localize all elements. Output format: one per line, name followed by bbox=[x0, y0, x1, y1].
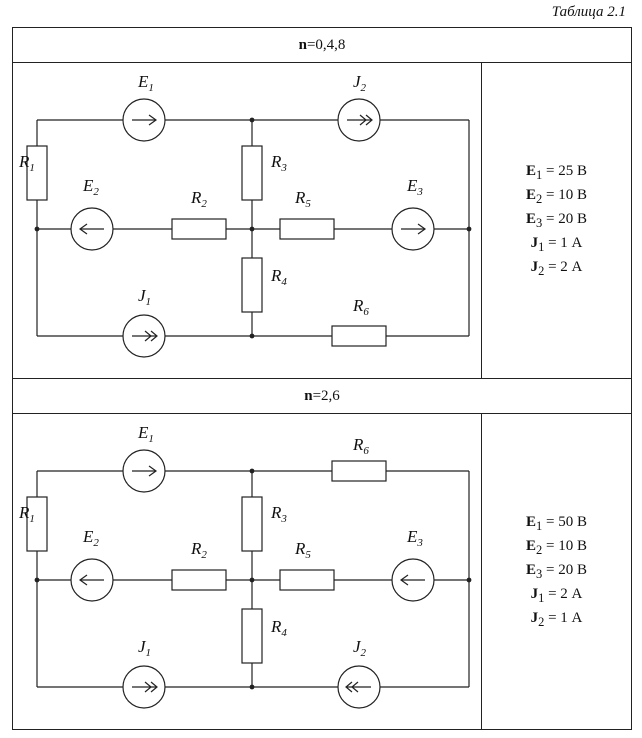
arrow-head bbox=[78, 223, 88, 235]
label-r2: R2 bbox=[190, 539, 207, 561]
label-r3: R3 bbox=[270, 503, 287, 525]
junction-dot bbox=[249, 226, 255, 232]
resistor bbox=[171, 218, 227, 240]
value-line: E2 = 10 В bbox=[526, 537, 587, 557]
resistor bbox=[279, 218, 335, 240]
arrow-head bbox=[351, 681, 359, 693]
resistor bbox=[26, 145, 48, 201]
value-line: J1 = 2 А bbox=[530, 585, 583, 605]
label-e3: E3 bbox=[406, 176, 423, 198]
arrow-head bbox=[150, 681, 158, 693]
label-r4: R4 bbox=[270, 266, 287, 288]
junction-dot bbox=[466, 577, 472, 583]
junction-dot bbox=[249, 468, 255, 474]
junction-dot bbox=[249, 117, 255, 123]
label-r5: R5 bbox=[294, 188, 311, 210]
value-line: J2 = 1 А bbox=[530, 609, 583, 629]
label-r2: R2 bbox=[190, 188, 207, 210]
label-e1: E1 bbox=[137, 72, 154, 94]
resistor bbox=[331, 460, 387, 482]
arrow-head bbox=[345, 681, 353, 693]
label-r1: R1 bbox=[18, 503, 35, 525]
table-caption: Таблица 2.1 bbox=[551, 4, 626, 20]
n-label: n bbox=[298, 36, 307, 53]
values-cell-1: E1 = 25 В E2 = 10 В E3 = 20 В J1 = 1 А J… bbox=[481, 62, 632, 379]
junction-dot bbox=[466, 226, 472, 232]
resistor bbox=[331, 325, 387, 347]
arrow-head bbox=[150, 330, 158, 342]
arrow-head bbox=[148, 114, 158, 126]
value-line: E3 = 20 В bbox=[526, 561, 587, 581]
resistor bbox=[26, 496, 48, 552]
label-j1: J1 bbox=[138, 286, 151, 308]
arrow-head bbox=[144, 330, 152, 342]
label-j1: J1 bbox=[138, 637, 151, 659]
label-j2: J2 bbox=[353, 72, 367, 94]
arrow-head bbox=[148, 465, 158, 477]
value-line: J1 = 1 А bbox=[530, 234, 583, 254]
label-r5: R5 bbox=[294, 539, 311, 561]
label-e2: E2 bbox=[82, 527, 99, 549]
label-r6: R6 bbox=[352, 296, 369, 318]
n-values: =2,6 bbox=[312, 387, 340, 404]
label-e3: E3 bbox=[406, 527, 423, 549]
arrow-head bbox=[399, 574, 409, 586]
label-r6: R6 bbox=[352, 435, 369, 457]
arrow-head bbox=[144, 681, 152, 693]
junction-dot bbox=[249, 577, 255, 583]
label-r4: R4 bbox=[270, 617, 287, 639]
junction-dot bbox=[249, 684, 255, 690]
variant-header-1: n=0,4,8 bbox=[12, 27, 632, 63]
resistor bbox=[241, 608, 263, 664]
resistor bbox=[241, 257, 263, 313]
junction-dot bbox=[34, 577, 40, 583]
arrow-head bbox=[78, 574, 88, 586]
resistor bbox=[279, 569, 335, 591]
variant-header-2: n=2,6 bbox=[12, 378, 632, 414]
resistor bbox=[241, 496, 263, 552]
value-line: J2 = 2 А bbox=[530, 258, 583, 278]
n-values: =0,4,8 bbox=[306, 36, 346, 53]
label-r3: R3 bbox=[270, 152, 287, 174]
value-line: E2 = 10 В bbox=[526, 186, 587, 206]
value-line: E1 = 25 В bbox=[526, 162, 587, 182]
junction-dot bbox=[249, 333, 255, 339]
junction-dot bbox=[34, 226, 40, 232]
n-label: n bbox=[304, 387, 313, 404]
value-line: E1 = 50 В bbox=[526, 513, 587, 533]
values-cell-2: E1 = 50 В E2 = 10 В E3 = 20 В J1 = 2 А J… bbox=[481, 413, 632, 730]
arrow-head bbox=[365, 114, 373, 126]
label-e1: E1 bbox=[137, 423, 154, 445]
value-line: E3 = 20 В bbox=[526, 210, 587, 230]
resistor bbox=[241, 145, 263, 201]
arrow-head bbox=[417, 223, 427, 235]
label-e2: E2 bbox=[82, 176, 99, 198]
arrow-head bbox=[359, 114, 367, 126]
resistor bbox=[171, 569, 227, 591]
label-j2: J2 bbox=[353, 637, 367, 659]
label-r1: R1 bbox=[18, 152, 35, 174]
